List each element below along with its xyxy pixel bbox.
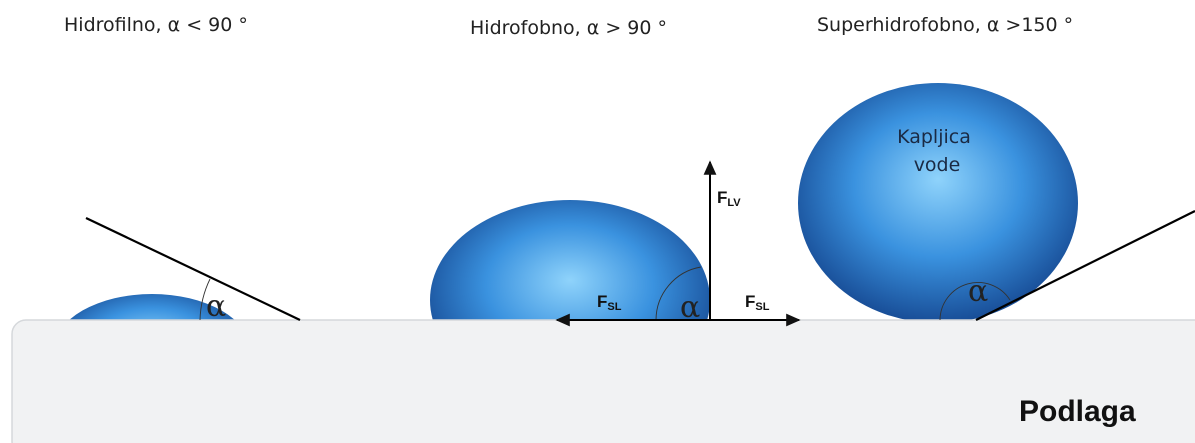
title-hydrophilic: Hidrofilno, α < 90 °	[64, 14, 248, 36]
force-label-sl-left: FSL	[597, 292, 622, 313]
tangent-line-hydrophilic	[85, 217, 301, 321]
angle-label-superhydrophobic: α	[968, 274, 988, 309]
title-superhydrophobic: Superhidrofobno, α >150 °	[817, 14, 1074, 36]
tangent-line-superhydrophobic	[975, 210, 1195, 321]
angle-label-hydrophobic: α	[680, 290, 700, 325]
force-label-lv: FLV	[717, 188, 741, 209]
substrate	[11, 319, 1195, 443]
title-hydrophobic: Hidrofobno, α > 90 °	[470, 17, 668, 39]
force-label-sl-right: FSL	[745, 292, 770, 313]
droplet-label: Kapljica vode	[897, 126, 977, 176]
angle-arc-hydrophobic	[655, 266, 702, 321]
substrate-label: Podlaga	[1019, 395, 1136, 428]
angle-label-hydrophilic: α	[206, 289, 226, 324]
angle-arc-hydrophilic	[199, 278, 211, 321]
angle-arc-superhydrophobic	[939, 282, 1011, 321]
droplet-superhydrophobic	[798, 83, 1078, 323]
